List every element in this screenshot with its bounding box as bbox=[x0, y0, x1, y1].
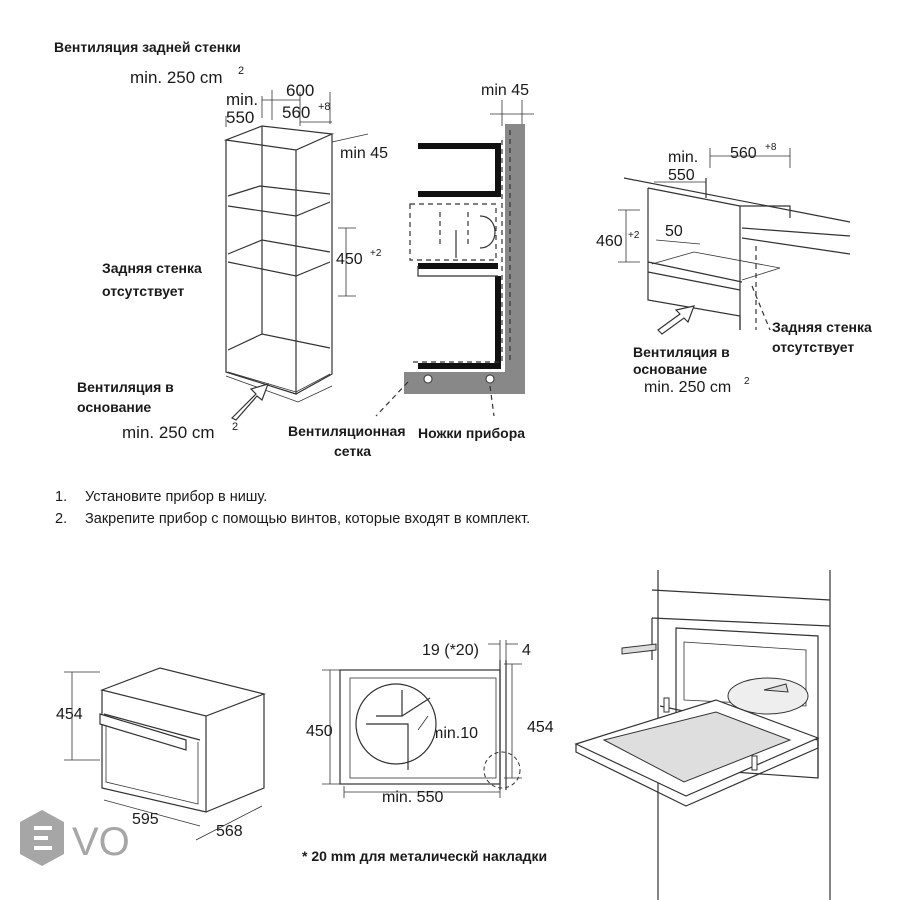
vent-base-label-2: основание bbox=[77, 399, 151, 415]
dim-min-label: min. bbox=[668, 149, 698, 166]
dim-454: 454 bbox=[56, 706, 83, 723]
tall-cabinet-figure: Вентиляция задней стенки min. 250 cm 2 m… bbox=[54, 39, 388, 442]
rear-wall-label-1: Задняя стенка bbox=[772, 319, 872, 335]
footnote: * 20 mm для металическй накладки bbox=[302, 848, 547, 864]
grille-label-1: Вентиляционная bbox=[288, 423, 406, 439]
vent-base-area: min. 250 cm bbox=[122, 423, 215, 442]
dim-min550: min. 550 bbox=[382, 789, 443, 806]
installation-steps: 1.Установите прибор в нишу. 2.Закрепите … bbox=[55, 486, 530, 530]
dim-460-sup: +2 bbox=[628, 230, 640, 241]
grille-label-2: сетка bbox=[334, 443, 371, 459]
vent-rear-area: min. 250 cm bbox=[130, 68, 223, 87]
dim-568: 568 bbox=[216, 823, 243, 840]
vent-label-1: Вентиляция в bbox=[633, 344, 730, 360]
undercounter-figure: min. 550 560 +8 460 +2 50 Задняя стенка … bbox=[596, 142, 872, 396]
dim-min45: min 45 bbox=[481, 82, 529, 99]
dim-19: 19 (*20) bbox=[422, 642, 479, 659]
cross-section-figure: 19 (*20) 4 450 454 min.10 min. 550 * 20 … bbox=[302, 640, 554, 864]
dim-560-sup: +8 bbox=[765, 142, 777, 153]
dim-550: 550 bbox=[226, 108, 254, 127]
section-figure: min 45 Вентиляционная сетка Ножки прибор… bbox=[288, 82, 534, 459]
dim-50: 50 bbox=[665, 223, 683, 240]
installed-oven-figure bbox=[574, 570, 831, 900]
vent-label-2: основание bbox=[633, 361, 707, 377]
vent-base-area-sup: 2 bbox=[232, 421, 238, 433]
oven-dimensions-figure: 454 595 568 bbox=[56, 667, 267, 841]
dim-600: 600 bbox=[286, 81, 314, 100]
dim-450: 450 bbox=[306, 723, 333, 740]
dim-min10: min.10 bbox=[430, 725, 478, 742]
rear-wall-label-1: Задняя стенка bbox=[102, 260, 202, 276]
dim-595: 595 bbox=[132, 811, 159, 828]
dim-450: 450 bbox=[336, 251, 363, 268]
dim-550: 550 bbox=[668, 167, 695, 184]
rear-wall-label-2: отсутствует bbox=[102, 283, 184, 299]
dim-460: 460 bbox=[596, 233, 623, 250]
dim-454: 454 bbox=[527, 719, 554, 736]
dim-min-label: min. bbox=[226, 90, 258, 109]
vent-area: min. 250 cm bbox=[644, 379, 731, 396]
feet-label: Ножки прибора bbox=[418, 425, 525, 441]
logo-text: VO bbox=[72, 820, 130, 864]
dim-4: 4 bbox=[522, 642, 531, 659]
dim-450-sup: +2 bbox=[370, 248, 382, 259]
step-2: 2.Закрепите прибор с помощью винтов, кот… bbox=[55, 511, 531, 527]
vent-rear-area-sup: 2 bbox=[238, 65, 244, 77]
dim-min45: min 45 bbox=[340, 145, 388, 162]
step-1: 1.Установите прибор в нишу. bbox=[55, 489, 268, 505]
dim-560: 560 bbox=[730, 145, 757, 162]
rear-wall-label-2: отсутствует bbox=[772, 339, 854, 355]
vent-area-sup: 2 bbox=[744, 376, 750, 387]
evo-logo: VO bbox=[20, 810, 130, 866]
vent-base-label-1: Вентиляция в bbox=[77, 379, 174, 395]
dim-560-sup: +8 bbox=[318, 101, 331, 113]
dim-560: 560 bbox=[282, 103, 310, 122]
vent-rear-title: Вентиляция задней стенки bbox=[54, 39, 241, 55]
